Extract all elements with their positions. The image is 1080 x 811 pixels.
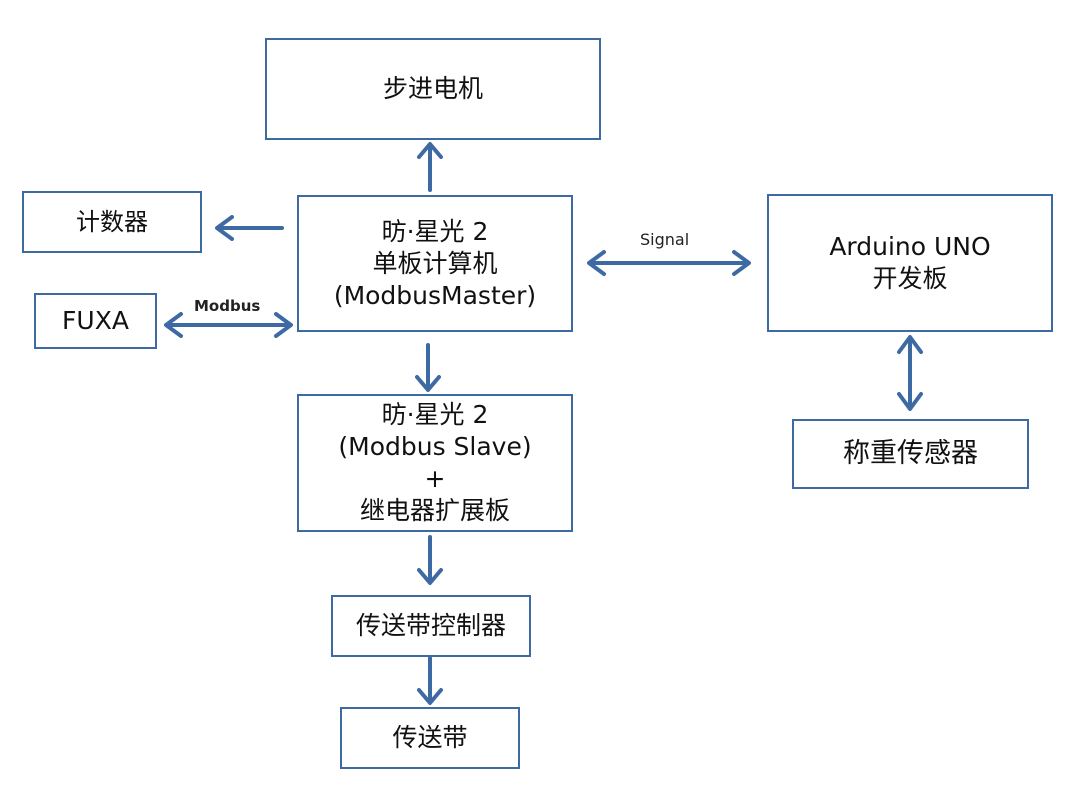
- arrow-master-to-stepper: [417, 142, 443, 192]
- node-label-line2: 单板计算机: [372, 248, 498, 278]
- node-slave-relay: 昉·星光 2 (Modbus Slave) + 继电器扩展板: [297, 394, 573, 532]
- arrow-master-to-counter: [215, 215, 284, 241]
- arrow-master-arduino-bidirectional: [587, 250, 751, 276]
- node-fuxa: FUXA: [34, 293, 157, 349]
- node-weight-sensor: 称重传感器: [792, 419, 1029, 489]
- node-stepper-motor: 步进电机: [265, 38, 601, 140]
- node-master-sbc: 昉·星光 2 单板计算机 (ModbusMaster): [297, 195, 573, 332]
- node-label-line1: 昉·星光 2: [381, 400, 489, 429]
- node-counter: 计数器: [22, 191, 202, 253]
- node-label: 步进电机: [382, 74, 483, 103]
- node-arduino: Arduino UNO 开发板: [767, 194, 1053, 332]
- node-label: 计数器: [76, 208, 148, 236]
- arrow-master-to-slave: [415, 343, 441, 392]
- node-label: FUXA: [62, 306, 129, 335]
- node-label-line4: 继电器扩展板: [359, 496, 510, 525]
- edge-label-modbus: Modbus: [194, 297, 261, 315]
- edge-label-signal: Signal: [640, 230, 690, 249]
- node-label-line2: (Modbus Slave): [338, 432, 532, 461]
- node-label: 称重传感器: [843, 438, 978, 469]
- arrow-arduino-weight-bidirectional: [897, 335, 923, 411]
- node-label: 传送带: [392, 723, 468, 752]
- node-label-line3: +: [424, 464, 446, 493]
- node-conveyor: 传送带: [340, 707, 520, 769]
- node-label-line3: (ModbusMaster): [333, 280, 537, 310]
- node-label: 传送带控制器: [355, 611, 506, 640]
- node-label-line2: 开发板: [872, 264, 948, 293]
- node-label-line1: 昉·星光 2: [381, 216, 489, 246]
- arrow-master-fuxa-bidirectional: [164, 312, 293, 338]
- node-conveyor-controller: 传送带控制器: [331, 595, 531, 657]
- arrow-controller-to-conveyor: [417, 656, 443, 705]
- arrow-slave-to-controller: [417, 535, 443, 585]
- node-label-line1: Arduino UNO: [829, 232, 991, 261]
